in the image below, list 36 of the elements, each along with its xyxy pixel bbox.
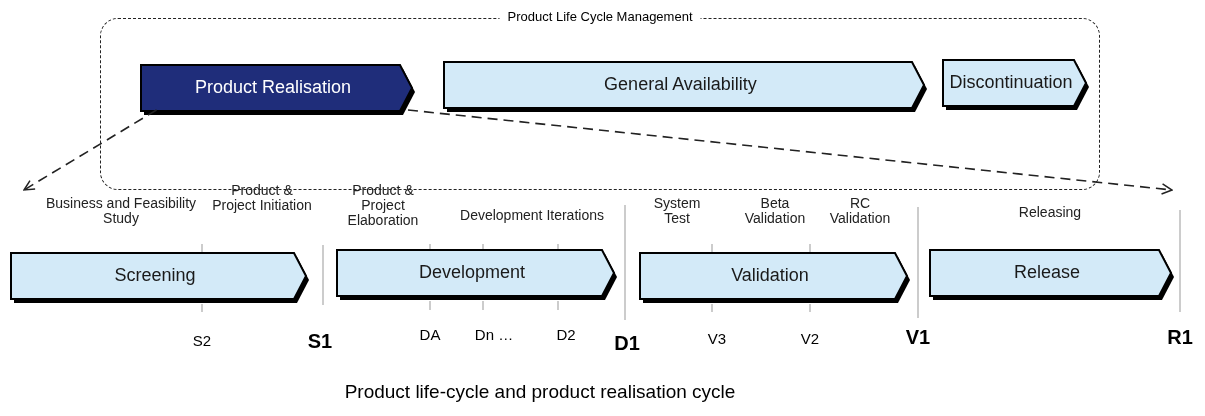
phase-label: Discontinuation: [949, 71, 1073, 93]
phase-label: Product Realisation: [194, 76, 352, 98]
phase-label: Development: [418, 261, 526, 283]
caption: Product life-cycle and product realisation cycle: [343, 381, 737, 403]
phase-box: [443, 61, 928, 113]
stage-label: Product & Project Initiation: [212, 183, 312, 213]
milestone-label: R1: [1166, 326, 1194, 349]
stage-label: Product & Project Elaboration: [346, 183, 420, 228]
stage-label: System Test: [652, 196, 702, 226]
stage-label: Development Iterations: [459, 208, 605, 223]
phase-label: General Availability: [604, 73, 757, 95]
milestone-label: DA: [418, 326, 442, 343]
milestone-label: Dn …: [473, 326, 515, 343]
phase-box: [10, 252, 310, 304]
milestone-label: S2: [191, 332, 213, 349]
stage-label: RC Validation: [828, 196, 892, 226]
milestone-label: S1: [306, 330, 334, 353]
stage-label: Business and Feasibility Study: [44, 196, 198, 226]
stage-label: Releasing: [1017, 205, 1083, 220]
phase-box: [942, 59, 1090, 111]
milestone-label: V1: [904, 326, 932, 349]
phase-label: Release: [1013, 261, 1080, 283]
milestone-label: V2: [799, 330, 821, 347]
dashed-arrow: [407, 109, 1173, 195]
stage-label: Beta Validation: [743, 196, 807, 226]
phase-box: [639, 252, 911, 304]
phase-box: [140, 64, 416, 116]
phase-label: Validation: [731, 264, 809, 286]
phase-box: [336, 249, 618, 301]
milestone-label: D1: [613, 332, 641, 355]
group-title: Product Life Cycle Management: [499, 9, 701, 24]
milestone-label: D2: [555, 326, 577, 343]
dashed-arrow: [23, 109, 158, 191]
phase-box: [929, 249, 1175, 301]
phase-label: Screening: [114, 264, 196, 286]
milestone-label: V3: [706, 330, 728, 347]
